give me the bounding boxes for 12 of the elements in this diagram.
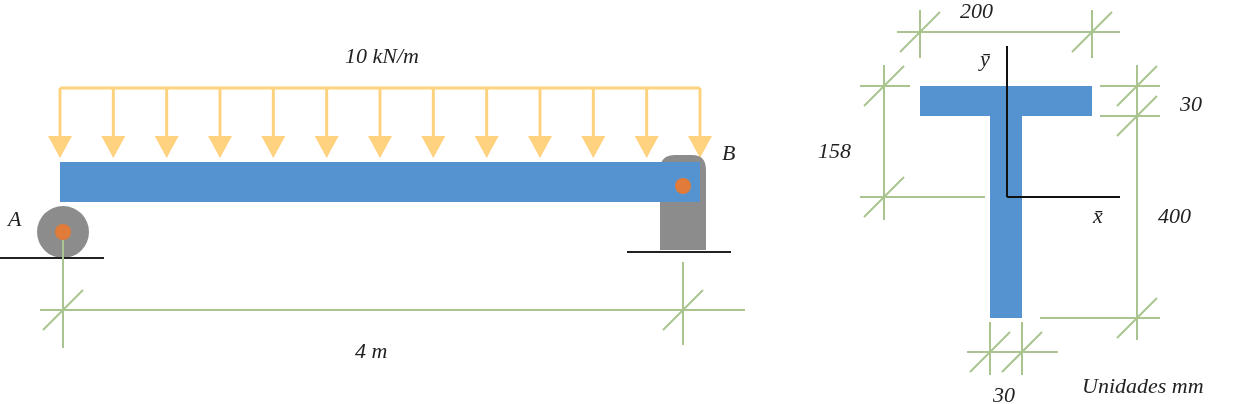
axis-label: ȳ bbox=[980, 48, 990, 70]
dimension-label: 158 bbox=[818, 140, 851, 162]
axis-label: x̄ bbox=[1093, 205, 1103, 227]
support-label: A bbox=[8, 208, 22, 230]
dimension-label: 30 bbox=[1180, 93, 1202, 115]
units-note: Unidades mm bbox=[1082, 375, 1204, 397]
dimension-label: 400 bbox=[1158, 205, 1191, 227]
support-label: B bbox=[722, 142, 736, 164]
load-label: 10 kN/m bbox=[345, 45, 419, 67]
dimension-label: 4 m bbox=[355, 340, 388, 362]
dimension-label: 30 bbox=[993, 384, 1015, 404]
dimension-label: 200 bbox=[960, 0, 993, 22]
